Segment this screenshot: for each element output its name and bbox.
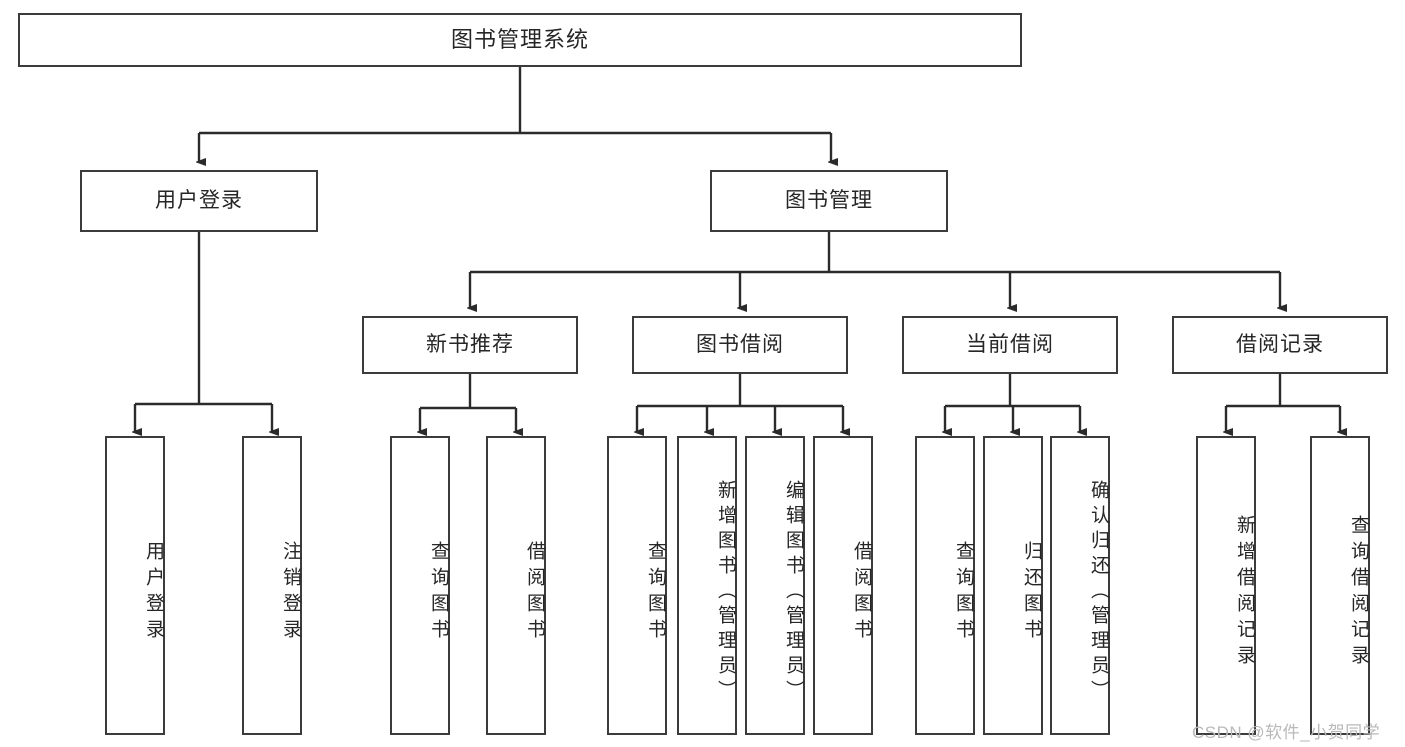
leaf-current-borrow-return[interactable]: 归还图书 — [983, 436, 1043, 735]
node-book-borrow[interactable]: 图书借阅 — [632, 316, 848, 374]
leaf-book-borrow-add[interactable]: 新增图书（管理员） — [677, 436, 737, 735]
leaf-borrow-record-query[interactable]: 查询借阅记录 — [1310, 436, 1370, 735]
node-label: 借阅记录 — [1236, 333, 1324, 357]
leaf-new-book-query[interactable]: 查询图书 — [390, 436, 450, 735]
leaf-current-borrow-confirm-return[interactable]: 确认归还（管理员） — [1050, 436, 1110, 735]
node-label: 用户登录 — [155, 189, 243, 213]
node-book-management[interactable]: 图书管理 — [710, 170, 948, 232]
node-label: 查询借阅记录 — [1348, 514, 1369, 671]
node-label: 新增借阅记录 — [1234, 514, 1255, 671]
leaf-user-login-login[interactable]: 用户登录 — [105, 436, 165, 735]
node-label: 借阅图书 — [851, 540, 872, 645]
leaf-book-borrow-edit[interactable]: 编辑图书（管理员） — [745, 436, 805, 735]
node-label: 图书管理系统 — [450, 26, 589, 52]
node-root-system[interactable]: 图书管理系统 — [18, 13, 1022, 67]
node-new-book-recommend[interactable]: 新书推荐 — [362, 316, 578, 374]
node-label: 当前借阅 — [966, 333, 1054, 357]
node-label: 图书管理 — [785, 189, 873, 213]
leaf-borrow-record-add[interactable]: 新增借阅记录 — [1196, 436, 1256, 735]
node-label: 查询图书 — [428, 540, 449, 645]
leaf-new-book-borrow[interactable]: 借阅图书 — [486, 436, 546, 735]
node-current-borrow[interactable]: 当前借阅 — [902, 316, 1118, 374]
node-label: 编辑图书（管理员） — [783, 480, 804, 705]
node-label: 图书借阅 — [696, 333, 784, 357]
node-label: 用户登录 — [143, 540, 164, 645]
node-label: 新书推荐 — [426, 333, 514, 357]
leaf-book-borrow-query[interactable]: 查询图书 — [607, 436, 667, 735]
node-label: 查询图书 — [953, 540, 974, 645]
leaf-user-login-logout[interactable]: 注销登录 — [242, 436, 302, 735]
node-label: 注销登录 — [280, 540, 301, 645]
leaf-book-borrow-borrow[interactable]: 借阅图书 — [813, 436, 873, 735]
node-user-login[interactable]: 用户登录 — [80, 170, 318, 232]
node-label: 查询图书 — [645, 540, 666, 645]
node-label: 借阅图书 — [524, 540, 545, 645]
leaf-current-borrow-query[interactable]: 查询图书 — [915, 436, 975, 735]
node-borrow-record[interactable]: 借阅记录 — [1172, 316, 1388, 374]
node-label: 归还图书 — [1021, 540, 1042, 645]
node-label: 确认归还（管理员） — [1088, 480, 1109, 705]
node-label: 新增图书（管理员） — [715, 480, 736, 705]
csdn-watermark: CSDN @软件_小贺同学 — [1192, 723, 1381, 742]
